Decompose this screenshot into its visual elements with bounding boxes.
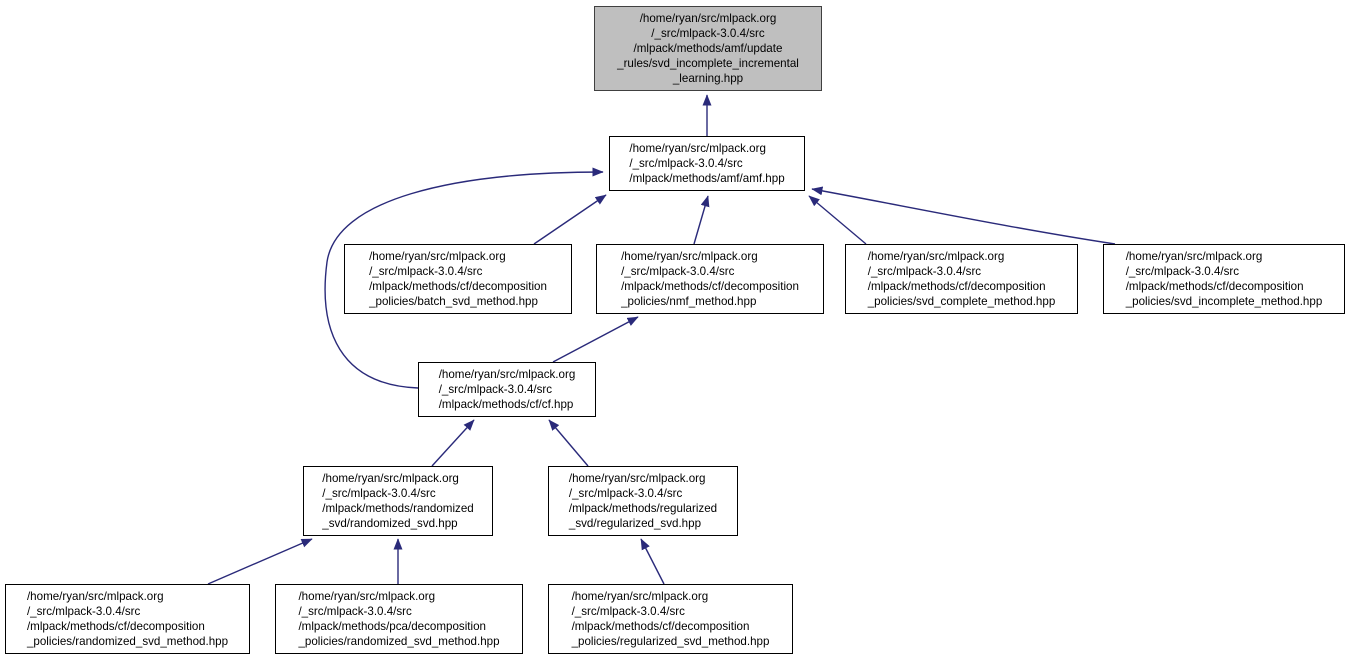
node-label: /home/ryan/src/mlpack.org /_src/mlpack-3… xyxy=(867,250,1056,308)
edge-randomized-svd-to-cf xyxy=(431,419,475,467)
node-pca-randomized-svd-method[interactable]: /home/ryan/src/mlpack.org /_src/mlpack-3… xyxy=(275,584,523,654)
node-svd-incomplete-method[interactable]: /home/ryan/src/mlpack.org /_src/mlpack-3… xyxy=(1103,244,1345,314)
node-label: /home/ryan/src/mlpack.org /_src/mlpack-3… xyxy=(571,590,770,648)
edge-cf-randomized-to-randomized-svd xyxy=(207,538,313,585)
node-label: /home/ryan/src/mlpack.org /_src/mlpack-3… xyxy=(621,250,799,308)
node-cf-hpp[interactable]: /home/ryan/src/mlpack.org /_src/mlpack-3… xyxy=(418,362,596,417)
node-label: /home/ryan/src/mlpack.org /_src/mlpack-3… xyxy=(629,142,785,185)
node-label: /home/ryan/src/mlpack.org /_src/mlpack-3… xyxy=(438,368,576,411)
node-batch-svd-method[interactable]: /home/ryan/src/mlpack.org /_src/mlpack-3… xyxy=(344,244,572,314)
edge-regularized-svd-to-cf xyxy=(548,419,589,467)
node-nmf-method[interactable]: /home/ryan/src/mlpack.org /_src/mlpack-3… xyxy=(596,244,824,314)
edge-nmf-to-amf xyxy=(693,195,710,245)
node-label: /home/ryan/src/mlpack.org /_src/mlpack-3… xyxy=(322,472,474,530)
edge-svd-incomplete-to-amf xyxy=(811,186,1116,245)
node-randomized-svd-hpp[interactable]: /home/ryan/src/mlpack.org /_src/mlpack-3… xyxy=(303,466,493,536)
node-amf-hpp[interactable]: /home/ryan/src/mlpack.org /_src/mlpack-3… xyxy=(609,136,805,191)
node-regularized-svd-hpp[interactable]: /home/ryan/src/mlpack.org /_src/mlpack-3… xyxy=(548,466,738,536)
node-label: /home/ryan/src/mlpack.org /_src/mlpack-3… xyxy=(568,472,718,530)
edge-svd-complete-to-amf xyxy=(808,195,867,245)
node-cf-regularized-svd-method[interactable]: /home/ryan/src/mlpack.org /_src/mlpack-3… xyxy=(548,584,793,654)
node-label: /home/ryan/src/mlpack.org /_src/mlpack-3… xyxy=(298,590,500,648)
edge-cf-to-nmf xyxy=(552,316,639,363)
node-svd-complete-method[interactable]: /home/ryan/src/mlpack.org /_src/mlpack-3… xyxy=(845,244,1078,314)
node-label: /home/ryan/src/mlpack.org /_src/mlpack-3… xyxy=(369,250,547,308)
node-label: /home/ryan/src/mlpack.org /_src/mlpack-3… xyxy=(1125,250,1323,308)
edge-cf-regularized-to-regularized-svd xyxy=(640,538,665,585)
node-label: /home/ryan/src/mlpack.org /_src/mlpack-3… xyxy=(26,590,229,648)
node-svd-incomplete-incremental-learning[interactable]: /home/ryan/src/mlpack.org /_src/mlpack-3… xyxy=(594,6,822,91)
edge-batch-svd-to-amf xyxy=(533,194,607,245)
node-label: /home/ryan/src/mlpack.org /_src/mlpack-3… xyxy=(617,12,799,85)
node-cf-randomized-svd-method[interactable]: /home/ryan/src/mlpack.org /_src/mlpack-3… xyxy=(5,584,250,654)
